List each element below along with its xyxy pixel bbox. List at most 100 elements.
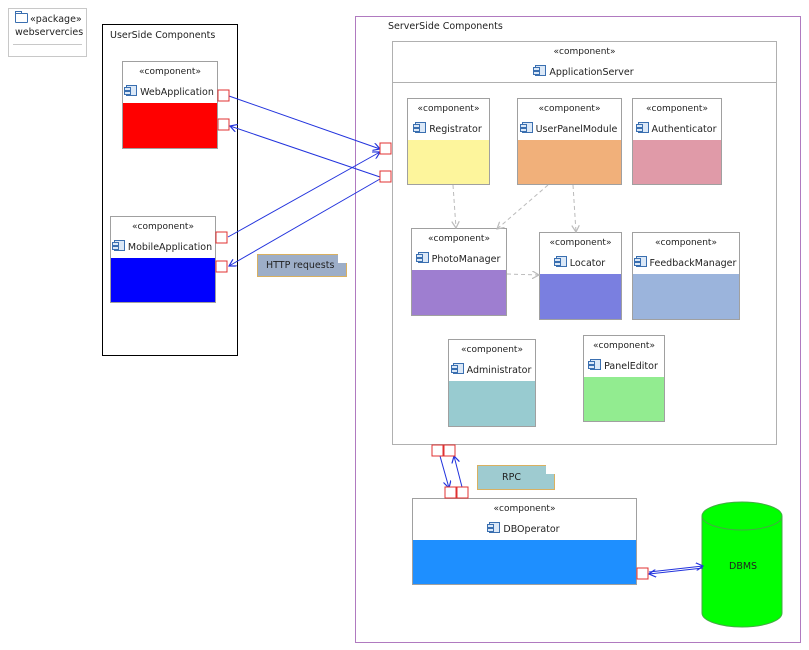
- component-stereotype: «component»: [132, 222, 194, 232]
- port-db-right: [636, 567, 649, 580]
- component-icon: [487, 522, 501, 533]
- application-server-header: «component» ApplicationServer: [393, 42, 776, 83]
- component-name: Administrator: [449, 363, 535, 376]
- component-name: Registrator: [408, 122, 489, 135]
- component-name: MobileApplication: [111, 240, 215, 253]
- component-icon: [450, 363, 464, 374]
- component-icon: [633, 256, 647, 267]
- package-stereotype: «package»: [15, 11, 82, 25]
- component-name: UserPanelModule: [518, 122, 621, 135]
- component-body: [413, 540, 636, 584]
- folder-icon: [15, 11, 28, 23]
- note-http-requests[interactable]: HTTP requests: [257, 254, 347, 277]
- component-header: «component» PanelEditor: [584, 336, 664, 378]
- component-icon: [413, 122, 427, 133]
- component-stereotype: «component»: [428, 234, 490, 244]
- component-icon: [111, 240, 125, 251]
- component-body: [111, 258, 215, 302]
- component-header: «component» MobileApplication: [111, 217, 215, 259]
- component-stereotype: «component»: [593, 341, 655, 351]
- component-stereotype: «component»: [655, 238, 717, 248]
- userside-title: UserSide Components: [110, 30, 216, 41]
- component-stereotype: «component»: [538, 104, 601, 114]
- component-body: [412, 270, 506, 315]
- dep-userpanel-locator: [573, 184, 576, 232]
- note-text: RPC: [502, 472, 521, 483]
- component-header: «component» UserPanelModule: [518, 99, 621, 141]
- component-name: WebApplication: [123, 85, 217, 98]
- dep-photomanager-locator: [506, 274, 539, 275]
- component-icon: [519, 122, 533, 133]
- component-name: DBOperator: [413, 522, 636, 535]
- component-icon: [415, 252, 429, 263]
- link-mobile-to-server: [227, 152, 380, 238]
- component-header: «component» Locator: [540, 233, 621, 275]
- component-panel-editor[interactable]: «component» PanelEditor: [583, 335, 665, 422]
- component-body: [633, 274, 739, 319]
- note-rpc[interactable]: RPC: [477, 465, 555, 490]
- component-icon: [533, 65, 547, 76]
- package-name: webservercies: [15, 27, 84, 38]
- port-server-1: [379, 142, 392, 155]
- component-db-operator[interactable]: «component» DBOperator: [412, 498, 637, 585]
- component-body: [123, 103, 217, 148]
- component-name: FeedbackManager: [633, 256, 739, 269]
- component-mobile-application[interactable]: «component» MobileApplication: [110, 216, 216, 303]
- component-header: «component» DBOperator: [413, 499, 636, 541]
- component-photo-manager[interactable]: «component» PhotoManager: [411, 228, 507, 316]
- port-db-top-2: [456, 486, 469, 499]
- ports: [215, 89, 649, 580]
- component-name: Authenticator: [633, 122, 721, 135]
- port-server-bottom-1: [431, 444, 444, 457]
- port-web-1: [217, 89, 230, 102]
- link-server-to-db: [439, 455, 449, 488]
- component-header: «component» Registrator: [408, 99, 489, 141]
- port-server-bottom-2: [443, 444, 456, 457]
- component-icon: [588, 359, 602, 370]
- port-mobile-1: [215, 231, 228, 244]
- component-stereotype: «component»: [549, 238, 612, 248]
- link-web-to-server: [228, 95, 380, 149]
- component-icon: [635, 122, 649, 133]
- link-dbms-to-dboperator: [649, 567, 704, 574]
- component-authenticator[interactable]: «component» Authenticator: [632, 98, 722, 185]
- component-feedback-manager[interactable]: «component» FeedbackManager: [632, 232, 740, 320]
- link-db-to-server: [454, 456, 463, 488]
- serverside-title: ServerSide Components: [388, 21, 503, 32]
- port-db-top-1: [444, 486, 457, 499]
- component-name: PhotoManager: [412, 252, 506, 265]
- component-header: «component» FeedbackManager: [633, 233, 739, 275]
- component-stereotype: «component»: [139, 67, 201, 77]
- dep-registrator-photomanager: [453, 184, 456, 228]
- dbms-cylinder[interactable]: [701, 501, 783, 628]
- application-server-name: ApplicationServer: [393, 65, 776, 78]
- component-header: «component» Authenticator: [633, 99, 721, 141]
- component-body: [518, 140, 621, 184]
- package-divider: [13, 44, 82, 45]
- component-web-application[interactable]: «component» WebApplication: [122, 61, 218, 149]
- dependency-lines: [453, 184, 576, 275]
- component-name: PanelEditor: [584, 359, 664, 372]
- link-server-to-mobile: [229, 178, 381, 266]
- port-mobile-2: [215, 260, 228, 273]
- note-text: HTTP requests: [266, 260, 335, 271]
- component-registrator[interactable]: «component» Registrator: [407, 98, 490, 185]
- dep-userpanel-photomanager: [497, 184, 549, 229]
- application-server-stereotype: «component»: [553, 47, 616, 57]
- component-icon: [553, 256, 567, 267]
- component-body: [584, 377, 664, 421]
- component-locator[interactable]: «component» Locator: [539, 232, 622, 320]
- component-body: [449, 381, 535, 426]
- component-administrator[interactable]: «component» Administrator: [448, 339, 536, 427]
- component-body: [540, 274, 621, 319]
- component-user-panel-module[interactable]: «component» UserPanelModule: [517, 98, 622, 185]
- link-server-to-web: [230, 126, 381, 178]
- package-webservices[interactable]: «package» webservercies: [8, 8, 87, 57]
- port-web-2: [217, 118, 230, 131]
- component-header: «component» PhotoManager: [412, 229, 506, 271]
- component-stereotype: «component»: [461, 345, 523, 355]
- component-stereotype: «component»: [646, 104, 708, 114]
- communication-links: [227, 95, 704, 574]
- component-stereotype: «component»: [493, 504, 556, 514]
- link-dboperator-to-dbms: [648, 566, 703, 573]
